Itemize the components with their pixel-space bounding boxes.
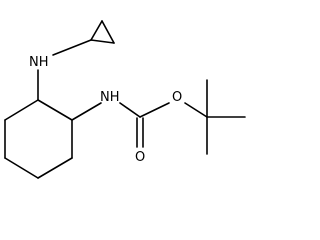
cyclohexane-ring (4, 99, 73, 179)
carbonyl-oxygen-label: O (135, 150, 145, 165)
ether-oxygen-label: O (172, 90, 182, 105)
bond-cyclohexane-nh (71, 102, 102, 121)
bond-cyclohexane-3 (37, 157, 73, 179)
carbamate-nh-label: NH (100, 90, 120, 105)
bond-ether-o-tbutyl (184, 102, 208, 118)
bond-nh-carbonyl (119, 102, 141, 118)
bond-carbonyl-ether-o (139, 102, 170, 118)
cyclopropyl-ring (90, 20, 115, 44)
bond-cyclopropyl-2 (101, 20, 115, 44)
bond-cyclohexane-4 (4, 157, 39, 179)
tert-butyl-group (206, 79, 246, 155)
bond-cyclohexane-1 (37, 99, 73, 121)
bond-cyclopropyl-nh (52, 39, 92, 56)
bond-cyclohexane-6 (4, 99, 39, 121)
amine-nh-label: NH (29, 55, 49, 70)
molecule-structure: NH NH O O (4, 20, 246, 179)
bond-cyclopropyl-3 (90, 20, 103, 41)
carbonyl-double-bond (136, 117, 144, 148)
bond-cyclopropyl-1 (90, 39, 115, 44)
